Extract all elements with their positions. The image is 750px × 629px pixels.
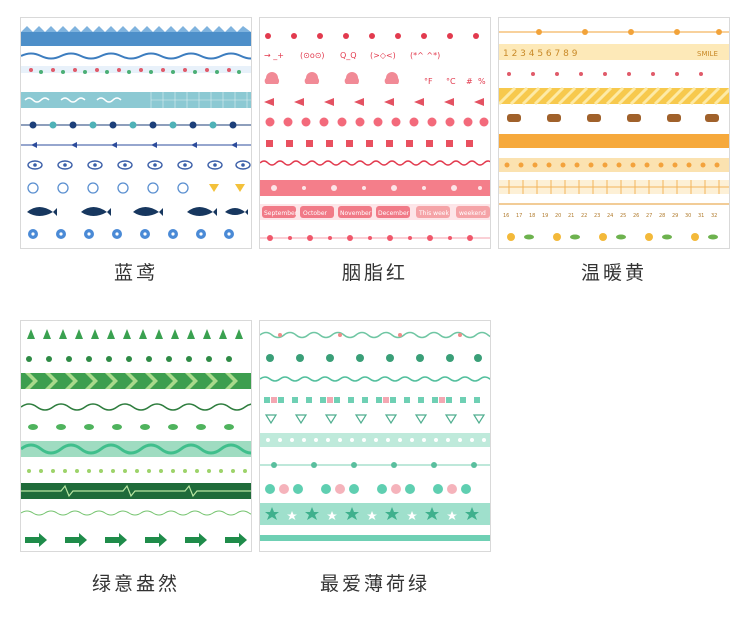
tape-symbol: °C (446, 77, 456, 86)
tape-symbol: → _+ (264, 51, 284, 60)
ruler-tick: 24 (607, 213, 613, 219)
ruler-tick: 18 (529, 213, 535, 219)
tape-symbol: (*^ ^*) (410, 51, 440, 60)
tape-smile: SMILE (697, 50, 718, 58)
product-card-green[interactable] (20, 320, 252, 552)
ruler-tick: 19 (542, 213, 548, 219)
ruler-tick: 17 (516, 213, 522, 219)
tape-label: September (264, 210, 298, 217)
ruler-tick: 30 (685, 213, 691, 219)
product-card-blue[interactable] (20, 17, 252, 249)
product-caption: 胭脂红 (341, 262, 408, 284)
washi-tape-swatch-blue (21, 26, 251, 239)
washi-tape-swatch-yellow: 1 2 3 4 5 6 7 8 9 SMILE 16 17 18 19 20 2… (499, 29, 729, 241)
tape-symbol: # (466, 77, 473, 86)
product-caption: 绿意盎然 (91, 573, 180, 595)
tape-numbers: 1 2 3 4 5 6 7 8 9 (503, 49, 578, 59)
ruler-tick: 32 (711, 213, 717, 219)
product-card-yellow[interactable]: 1 2 3 4 5 6 7 8 9 SMILE 16 17 18 19 20 2… (498, 17, 730, 249)
product-caption: 最爱薄荷绿 (319, 573, 430, 595)
ruler-tick: 27 (646, 213, 652, 219)
tape-label: October (303, 210, 328, 217)
tape-label: This week (418, 210, 449, 217)
tape-label: weekend (459, 210, 486, 217)
washi-tape-swatch-green (21, 329, 251, 547)
tape-label: December (378, 210, 410, 217)
ruler-tick: 21 (568, 213, 574, 219)
tape-symbol: Q_Q (340, 51, 357, 60)
ruler-tick: 26 (633, 213, 639, 219)
tape-symbol: % (478, 77, 486, 86)
ruler-tick: 20 (555, 213, 561, 219)
washi-tape-swatch-mint (260, 331, 490, 541)
product-caption: 温暖黄 (580, 262, 647, 284)
ruler-tick: 31 (698, 213, 704, 219)
tape-symbol: (⊙o⊙) (300, 51, 325, 60)
ruler-tick: 22 (581, 213, 587, 219)
ruler-tick: 29 (672, 213, 678, 219)
product-card-mint[interactable] (259, 320, 491, 552)
product-caption: 蓝鸢 (113, 262, 158, 284)
ruler-tick: 16 (503, 213, 509, 219)
tape-symbol: (>◇<) (370, 51, 396, 60)
ruler-tick: 28 (659, 213, 665, 219)
product-card-rouge[interactable]: → _+ (⊙o⊙) Q_Q (>◇<) (*^ ^*) °F °C # % (259, 17, 491, 249)
tape-label: November (340, 210, 372, 217)
ruler-tick: 25 (620, 213, 626, 219)
tape-symbol: °F (424, 77, 433, 86)
washi-tape-swatch-rouge: → _+ (⊙o⊙) Q_Q (>◇<) (*^ ^*) °F °C # % (260, 33, 490, 241)
ruler-tick: 23 (594, 213, 600, 219)
